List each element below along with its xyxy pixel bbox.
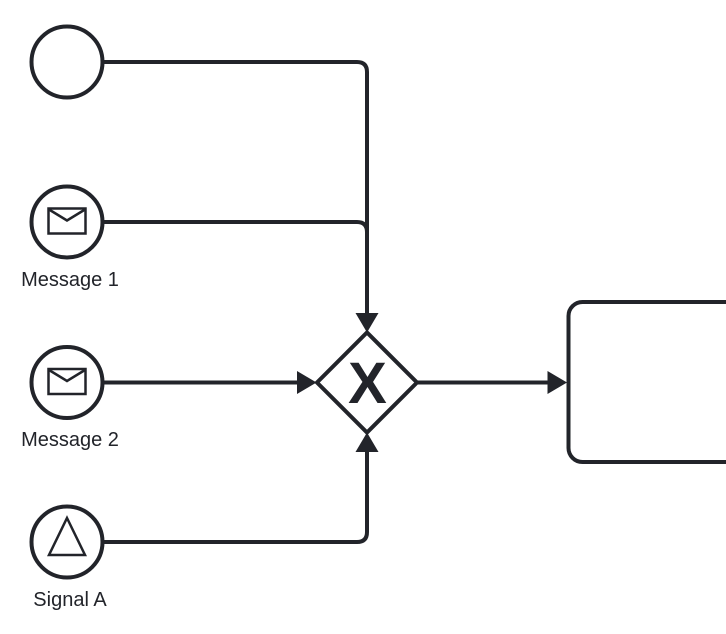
- start-event[interactable]: [29, 24, 105, 100]
- signal-event-circle[interactable]: [29, 504, 105, 580]
- arrowhead-right-icon: [297, 371, 317, 394]
- signal-event[interactable]: Signal A: [29, 504, 108, 612]
- signal-triangle-icon: [47, 515, 87, 557]
- message-event-circle[interactable]: [29, 345, 105, 420]
- arrowhead-right-icon: [547, 371, 567, 394]
- task-rectangle[interactable]: [566, 300, 726, 464]
- task[interactable]: [566, 300, 726, 464]
- exclusive-gateway-x-marker: X: [348, 351, 387, 416]
- sequence-flows: [104, 60, 567, 544]
- sequence-flow-signal-to-gateway[interactable]: [104, 451, 369, 544]
- gateway-diamond[interactable]: [314, 329, 420, 436]
- event-label-message-2: Message 2: [21, 429, 119, 451]
- envelope-icon: [47, 207, 87, 235]
- message-event-circle[interactable]: [29, 184, 105, 260]
- sequence-flow-message1-to-gateway[interactable]: [104, 220, 369, 305]
- event-label-signal-a: Signal A: [33, 589, 107, 611]
- arrowhead-down-icon: [355, 313, 379, 333]
- event-label-message-1: Message 1: [21, 269, 119, 291]
- message-event-1[interactable]: Message 1: [21, 184, 119, 292]
- start-event-circle[interactable]: [29, 24, 105, 100]
- message-event-2[interactable]: Message 2: [21, 345, 119, 451]
- sequence-flow-start-to-gateway[interactable]: [104, 60, 369, 315]
- envelope-icon: [47, 367, 87, 396]
- arrowhead-up-icon: [355, 432, 379, 452]
- exclusive-gateway[interactable]: X: [314, 329, 420, 436]
